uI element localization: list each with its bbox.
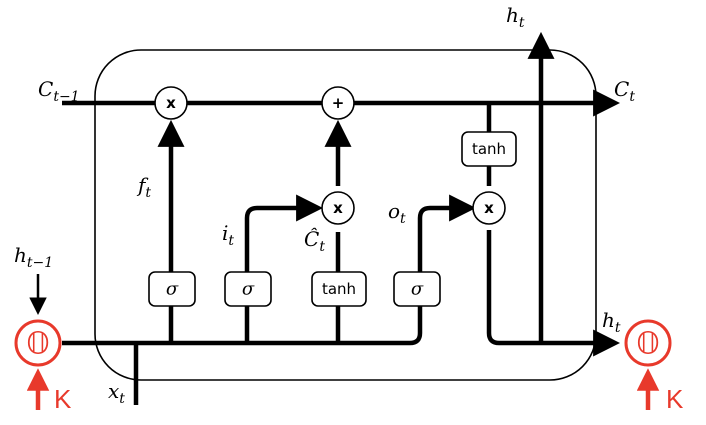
right-module-glyph: 𝕆 <box>636 327 660 362</box>
svg-text:x: x <box>333 199 343 217</box>
output-hidden-line <box>486 230 621 357</box>
label-c-next: Ct <box>614 77 635 105</box>
label-i-t: it <box>222 221 234 249</box>
svg-text:σ: σ <box>166 279 179 300</box>
svg-text:tanh: tanh <box>472 140 506 158</box>
label-h-right: ht <box>602 308 621 336</box>
label-x-t: xt <box>108 379 125 407</box>
left-k-module: 𝕆 K <box>14 319 72 414</box>
label-h-prev: ht−1 <box>14 243 53 271</box>
candidate-tanh-gate: tanh <box>311 271 367 307</box>
svg-text:x: x <box>484 199 494 217</box>
svg-text:σ: σ <box>242 279 255 300</box>
left-module-glyph: 𝕆 <box>26 327 50 362</box>
output-sigma-gate: σ <box>393 271 441 307</box>
forget-sigma-gate: σ <box>148 271 196 307</box>
svg-text:+: + <box>332 94 345 112</box>
input-multiply-operator: x <box>321 191 355 225</box>
svg-text:tanh: tanh <box>322 280 356 298</box>
cell-boundary <box>94 49 597 381</box>
right-k-label: K <box>666 384 684 414</box>
input-sigma-gate: σ <box>224 271 272 307</box>
cell-add-operator: + <box>321 86 355 120</box>
output-multiply-operator: x <box>472 191 506 225</box>
label-h-top: ht <box>506 3 525 31</box>
label-o-t: ot <box>388 199 406 227</box>
svg-text:σ: σ <box>411 279 424 300</box>
svg-text:x: x <box>166 94 176 112</box>
label-c-prev: Ct−1 <box>38 77 80 105</box>
label-c-hat: Ĉt <box>304 226 325 255</box>
cell-tanh-gate: tanh <box>461 131 517 167</box>
right-k-module: 𝕆 K <box>624 319 684 414</box>
forget-multiply-operator: x <box>154 86 188 120</box>
label-f-t: ft <box>136 173 151 201</box>
input-gate-line <box>244 194 324 343</box>
left-k-label: K <box>54 384 72 414</box>
